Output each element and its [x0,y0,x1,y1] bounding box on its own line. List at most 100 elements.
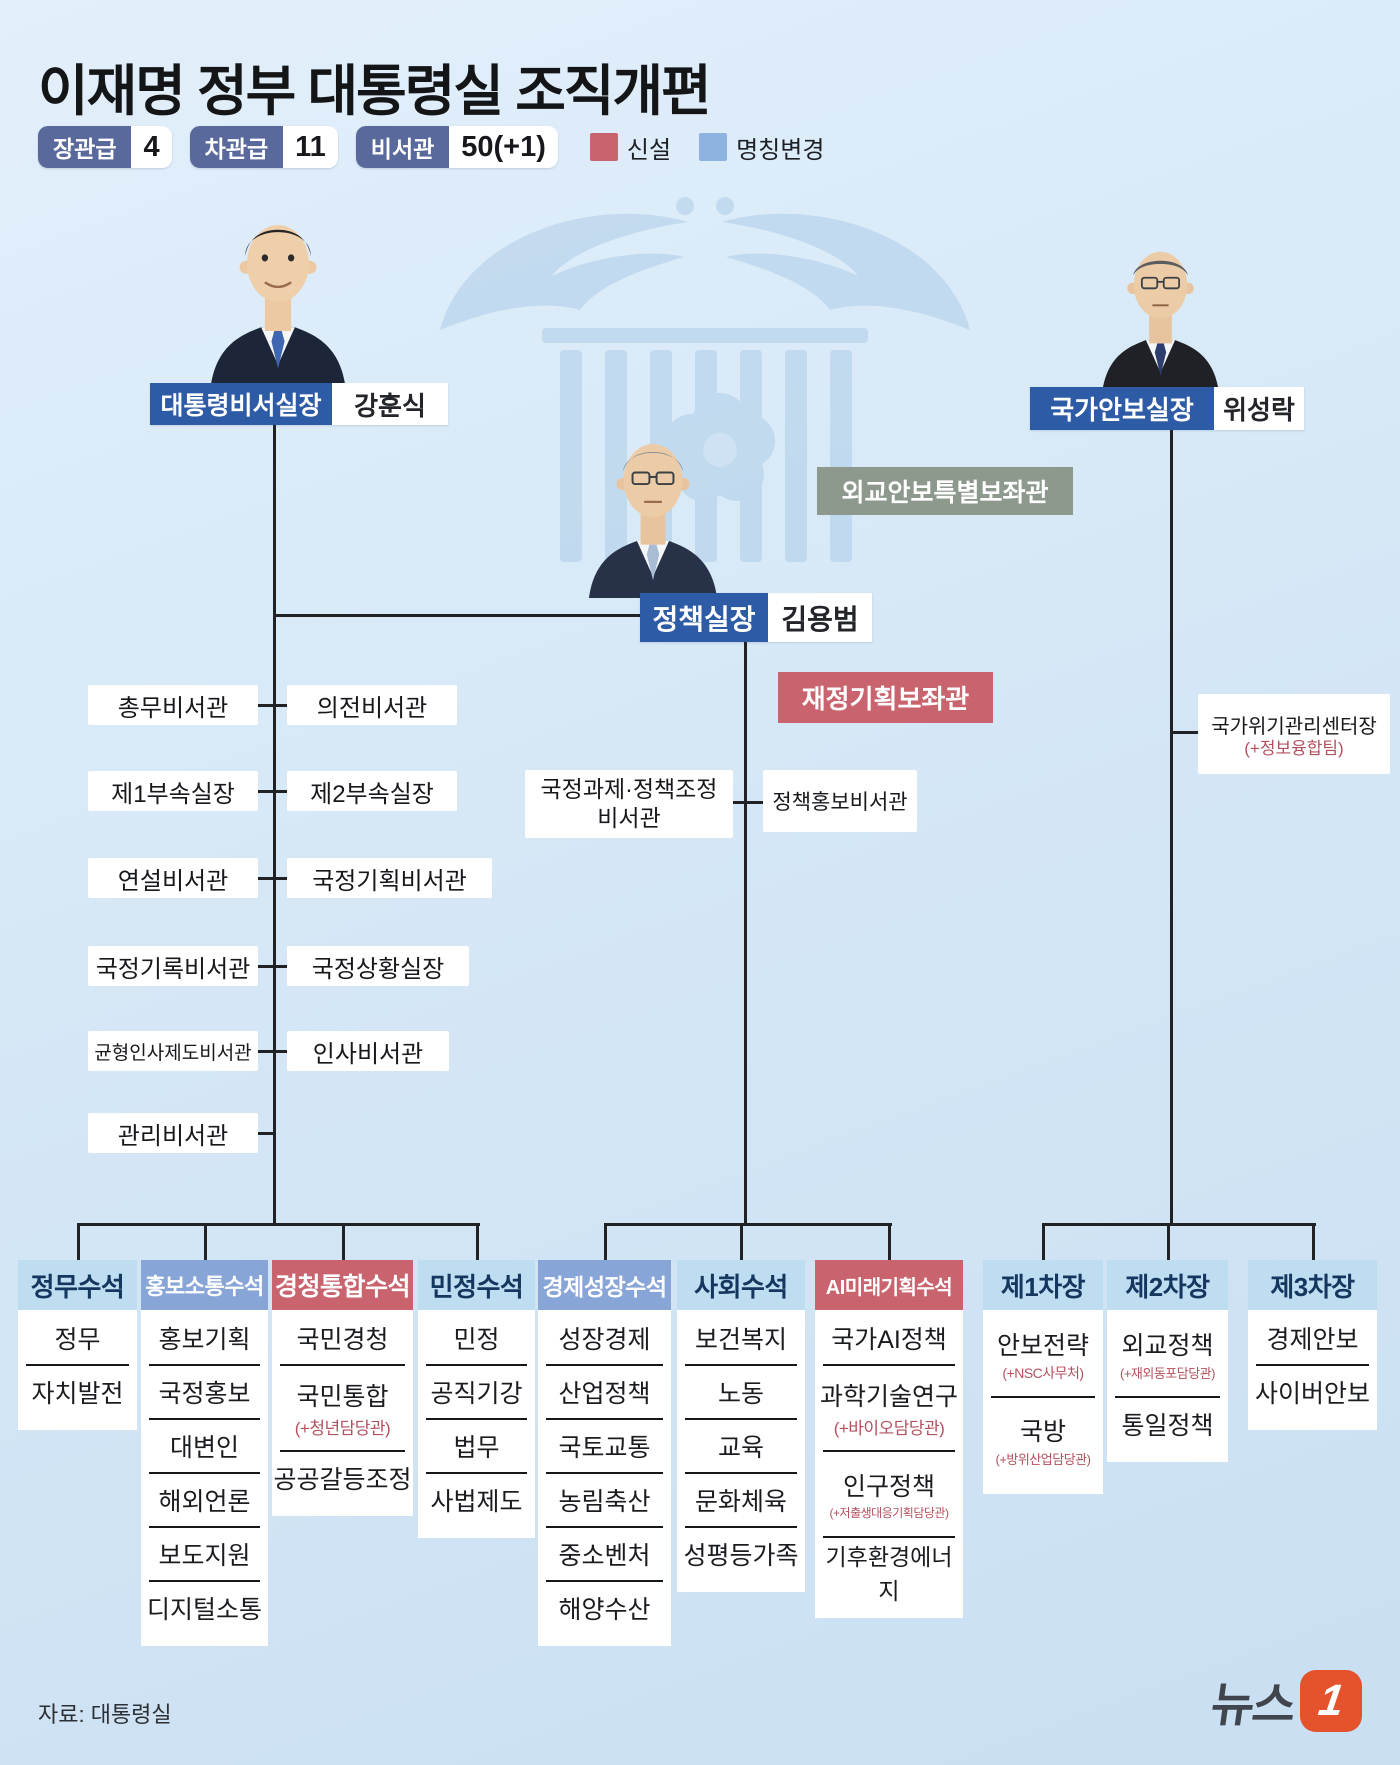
org-line-row-tick [258,1050,290,1053]
org-item: 국민경청 [272,1312,413,1364]
org-line-branch-policy [604,1223,892,1226]
org-line-spine-policy [744,642,747,1223]
org-item: 안보전략(+NSC사무처) [983,1312,1103,1396]
item-separator [1256,1364,1369,1366]
org-line-crisis-tick [1170,731,1200,734]
item-separator [1115,1396,1220,1398]
chief-name: 김용범 [768,593,872,642]
secretary-box: 제2부속실장 [287,771,457,811]
org-item-label: 성장경제 [558,1326,651,1354]
org-item: 성장경제 [538,1312,671,1364]
org-item-label: 사법제도 [430,1488,523,1516]
org-line-row-tick [258,965,290,968]
org-item-label: 국정홍보 [158,1380,251,1408]
org-item: 노동 [677,1366,805,1418]
org-line-stub [1042,1223,1045,1260]
chief-name: 강훈식 [332,383,448,425]
stat-label: 장관급 [38,126,132,168]
stat-label: 비서관 [355,126,450,168]
item-separator [149,1526,260,1528]
chief-title: 정책실장 [640,593,768,642]
stat-value: 4 [131,126,172,168]
org-header-economy: 경제성장수석 [538,1260,671,1310]
org-line-stub [1311,1223,1315,1260]
org-item-note: (+바이오담당관) [833,1419,945,1438]
org-item-label: 국토교통 [558,1434,651,1462]
org-item-note: (+방위산업담당관) [995,1452,1091,1467]
org-header-third-deputy: 제3차장 [1248,1260,1377,1310]
item-separator [149,1472,260,1474]
org-line-stub [603,1223,607,1260]
org-item-label: 교육 [717,1434,764,1462]
item-separator [546,1472,663,1474]
legend: 신설 명칭변경 [589,130,853,165]
news1-logo-mark: 1 [1300,1669,1363,1732]
org-item-label: 농림축산 [558,1488,651,1516]
item-separator [426,1364,527,1366]
chief-security-label: 국가안보실장 위성락 [1030,387,1304,430]
item-separator [685,1418,797,1420]
stat-secretaries: 비서관 50(+1) [355,126,558,168]
org-item: 농림축산 [538,1474,671,1526]
org-item-label: 경제안보 [1266,1326,1359,1354]
org-item-label: 보도지원 [158,1542,251,1570]
secretary-box: 국정상황실장 [287,946,469,986]
org-item-label: 정무 [54,1326,101,1354]
org-item-label: 민정 [453,1326,500,1354]
org-item: 사법제도 [418,1474,535,1526]
legend-new: 신설 [589,130,671,165]
item-separator [823,1364,955,1366]
stat-label: 차관급 [189,126,284,168]
org-item-label: 자치발전 [31,1380,124,1408]
page-title: 이재명 정부 대통령실 조직개편 [38,60,712,122]
foreign-security-advisor-label: 외교안보특별보좌관 [817,467,1073,515]
org-item: 과학기술연구 (+바이오담당관) [815,1366,963,1450]
org-line-row-tick [258,704,290,707]
secretary-box: 국정기록비서관 [88,946,258,986]
org-line-stub [1166,1223,1170,1260]
secretary-box: 연설비서관 [88,858,258,898]
chief-title: 국가안보실장 [1030,387,1214,430]
item-separator [546,1526,663,1528]
secretary-box: 의전비서관 [287,685,457,725]
item-separator [546,1418,663,1420]
org-header-gyeongcheong: 경청통합수석 [272,1260,413,1310]
item-separator [546,1580,663,1582]
stats-bar: 장관급 4 차관급 11 비서관 50(+1) 신설 명칭변경 [38,126,852,168]
stat-value: 50(+1) [449,126,558,168]
chief-secretary-label: 대통령비서실장 강훈식 [150,383,448,425]
org-item-label: 공직기강 [430,1380,523,1408]
item-separator [426,1418,527,1420]
secretary-box: 국정기획비서관 [287,858,492,898]
fiscal-planning-advisor-label: 재정기획보좌관 [778,672,993,723]
org-item: 국민통합(+청년담당관) [272,1366,413,1450]
org-item-label: 과학기술연구 [819,1383,958,1411]
photo-kim-yong-beom [588,444,718,598]
org-item: 통일정책 [1107,1398,1228,1450]
org-line-branch-political [77,1223,480,1226]
org-header-social: 사회수석 [677,1260,805,1310]
org-line-mid-tick [733,801,763,804]
org-item: 중소벤처 [538,1528,671,1580]
org-line-branch-security [1043,1223,1316,1226]
secretary-box: 관리비서관 [88,1113,258,1153]
secretary-box: 제1부속실장 [88,771,258,811]
org-item-list: 안보전략(+NSC사무처)국방(+방위산업담당관) [983,1310,1103,1494]
org-line-spine-security [1170,430,1173,1223]
org-item-note: (+저출생대응기획담당관) [829,1506,949,1520]
legend-renamed-swatch [699,133,728,161]
org-item: 기후환경에너지 [815,1538,963,1606]
legend-renamed: 명칭변경 [699,130,824,165]
photo-kang-hoon-sik [210,225,346,388]
org-line-stub [740,1223,743,1260]
